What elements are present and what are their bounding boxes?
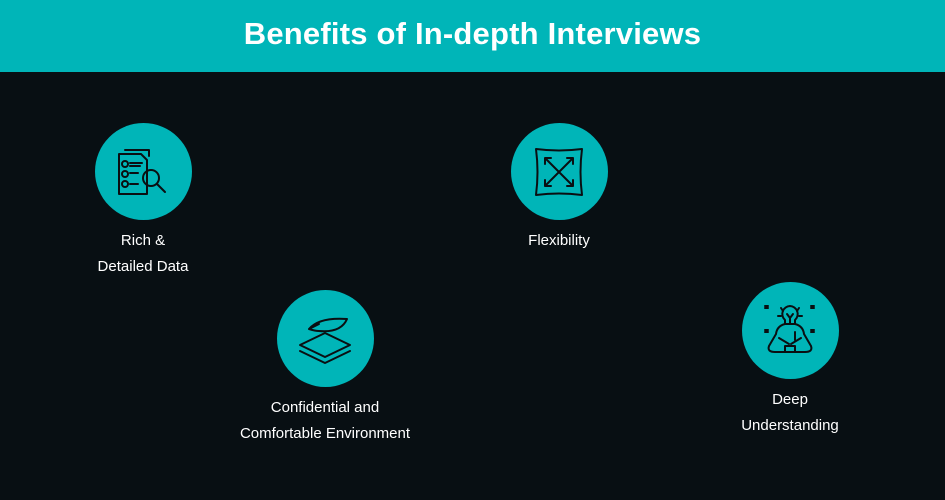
label-line: Understanding — [741, 417, 839, 434]
icon-circle — [94, 123, 192, 220]
icon-circle — [510, 123, 608, 220]
feather-layers-icon — [299, 317, 351, 364]
icon-circle — [276, 290, 374, 387]
label-line: Deep — [772, 391, 808, 408]
benefit-rich-detailed-data: Rich & Detailed Data — [33, 123, 253, 280]
document-search-icon — [118, 148, 166, 195]
label-line: Confidential and — [270, 399, 380, 416]
benefit-flexibility: Flexibility — [449, 123, 669, 254]
page-title: Benefits of In-depth Interviews — [243, 16, 702, 51]
expand-arrows-icon — [535, 147, 583, 196]
benefit-label: Flexibility — [528, 232, 590, 249]
label-line: Comfortable Environment — [239, 425, 411, 442]
icon-circle — [741, 282, 839, 379]
meditation-lightbulb-icon — [764, 304, 815, 353]
label-line: Rich & — [120, 232, 166, 249]
label-line: Detailed Data — [97, 258, 189, 275]
header-banner: Benefits of In-depth Interviews — [0, 0, 945, 72]
benefit-label: Rich & Detailed Data — [33, 228, 253, 280]
